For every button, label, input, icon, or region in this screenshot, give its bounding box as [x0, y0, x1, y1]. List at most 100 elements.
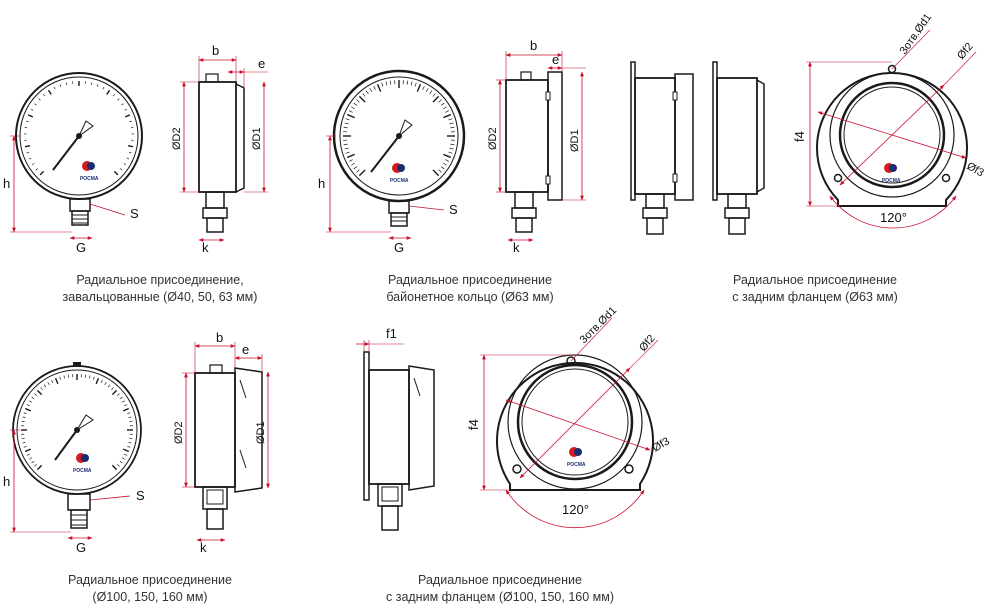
dial-tick — [102, 86, 105, 90]
dim-f3: Øf3 — [965, 160, 986, 179]
dial-tick — [100, 379, 103, 383]
dial-tick — [31, 460, 35, 464]
dial-tick — [448, 118, 453, 121]
dim-angle: 120° — [562, 502, 589, 517]
dial-tick — [440, 166, 445, 170]
gauge-side-view-2: b e ØD2 ØD1 k — [487, 38, 586, 255]
dim-s: S — [449, 202, 458, 217]
dial-tick — [389, 80, 392, 85]
dial-tick — [406, 80, 409, 85]
dial-tick — [128, 151, 132, 154]
dim-h: h — [318, 176, 325, 191]
dial-tick — [24, 145, 31, 148]
dial-tick — [443, 113, 452, 119]
dim-e: e — [242, 342, 249, 357]
dial-tick — [34, 103, 37, 106]
dial-tick — [29, 400, 32, 403]
dial-tick — [24, 407, 32, 412]
dial-tick — [122, 457, 125, 460]
dial-tick — [358, 95, 366, 103]
gauge-side-view-4: b e ØD2 ØD1 k — [173, 330, 270, 555]
gauge-flange-front-large: РОСМА f4 3отв.Ød1 Øf2 Øf3 120° — [466, 305, 672, 529]
dial-tick — [26, 151, 30, 154]
dial-tick — [111, 389, 118, 396]
dim-e: e — [552, 52, 559, 67]
dial-tick — [124, 453, 128, 456]
dim-b: b — [212, 43, 219, 58]
dial-tick — [23, 412, 27, 414]
dial-tick — [450, 143, 455, 146]
dial-tick — [22, 442, 26, 444]
dial-tick — [117, 98, 120, 101]
dim-k: k — [200, 540, 207, 555]
dial-tick — [346, 153, 355, 159]
dim-s: S — [136, 488, 145, 503]
dial-tick — [59, 376, 61, 380]
dial-tick — [449, 147, 454, 150]
dial-tick — [122, 448, 130, 453]
dial-tick — [356, 169, 360, 173]
dim-f4: f4 — [792, 131, 807, 142]
dial-tick — [345, 118, 350, 121]
dial-tick — [126, 157, 130, 160]
dial-tick — [358, 169, 366, 177]
dial-tick — [432, 169, 440, 177]
dial-tick — [445, 110, 450, 113]
dial-tick — [353, 102, 358, 106]
caption-3: Радиальное присоединение с задним фланце… — [732, 273, 898, 304]
dial-tick — [127, 145, 134, 148]
dial-tick — [128, 442, 132, 444]
dial-tick — [112, 93, 115, 97]
dial-tick — [356, 99, 360, 103]
dial-tick — [96, 84, 99, 87]
dial-tick — [106, 89, 111, 95]
dial-tick — [27, 114, 34, 118]
dim-f4: f4 — [466, 419, 481, 430]
dial-tick — [93, 376, 95, 380]
dial-tick — [36, 389, 43, 396]
dim-h: h — [3, 474, 10, 489]
dial-tick — [38, 98, 41, 101]
dial-tick — [107, 384, 111, 388]
dim-d2: ØD2 — [487, 127, 499, 150]
dial-tick — [344, 147, 349, 150]
dial-tick — [43, 93, 46, 97]
dial-tick — [432, 95, 440, 103]
dial-tick — [353, 166, 358, 170]
dial-tick — [416, 83, 422, 92]
dial-tick — [23, 446, 27, 448]
dial-tick — [443, 106, 447, 110]
dial-tick — [410, 81, 413, 86]
caption-1: Радиальное присоединение, завальцованные… — [62, 273, 258, 304]
dial-tick — [450, 126, 455, 129]
dial-tick — [124, 114, 131, 118]
dim-g: G — [76, 240, 86, 255]
dial-tick — [445, 159, 450, 162]
dial-tick — [117, 464, 120, 467]
dial-tick — [111, 464, 118, 471]
dial-tick — [28, 157, 32, 160]
dim-f2: Øf2 — [637, 333, 658, 354]
dim-d1-holes: 3отв.Ød1 — [898, 12, 935, 57]
dial-tick — [39, 170, 45, 176]
gauge-side-view-1: b e ØD2 ØD1 k — [171, 43, 268, 255]
dial-tick — [104, 382, 107, 385]
dial-tick — [127, 446, 131, 448]
dim-g: G — [76, 540, 86, 555]
dial-tick — [344, 122, 349, 125]
dial-tick — [438, 99, 442, 103]
dial-tick — [422, 85, 425, 90]
dial-tick — [22, 416, 26, 418]
logo-text: РОСМА — [882, 178, 901, 184]
dial-tick — [122, 407, 130, 412]
dial-tick — [365, 90, 369, 95]
dial-tick — [121, 103, 124, 106]
dial-tick — [381, 82, 384, 87]
dim-d1-holes: 3отв.Ød1 — [578, 305, 620, 347]
dial-tick — [128, 416, 132, 418]
dial-tick — [34, 393, 37, 396]
logo-text: РОСМА — [390, 178, 409, 184]
dim-k: k — [202, 240, 209, 255]
dial-tick — [35, 168, 38, 171]
dial-tick — [53, 86, 56, 90]
